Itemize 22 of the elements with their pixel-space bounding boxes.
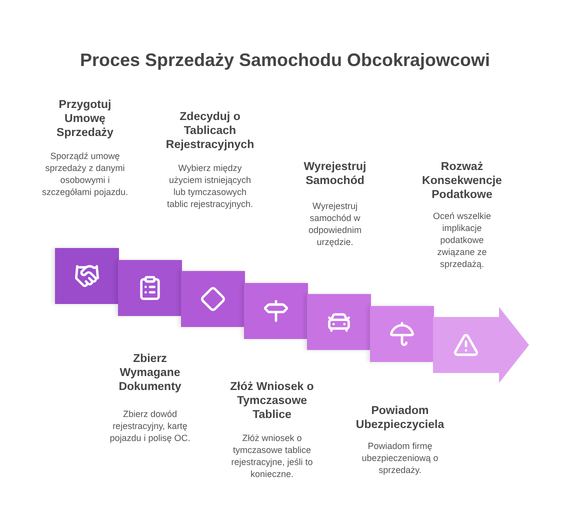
- step-heading: Wyrejestruj Samochód: [302, 160, 368, 188]
- step-description: Powiadom firmę ubezpieczeniową o sprzedaży.: [360, 440, 440, 476]
- step-panel: [55, 248, 119, 304]
- step-heading: Powiadom Ubezpieczyciela: [354, 404, 446, 432]
- step-heading: Złóż Wniosek o Tymczasowe Tablice: [229, 380, 315, 422]
- arrow-panel: [433, 307, 529, 383]
- step-description: Złóż wniosek o tymczasowe tablice rejestracyjne, jeśli to konieczne.: [230, 432, 314, 480]
- step-heading: Zbierz Wymagane Dokumenty: [118, 352, 182, 394]
- step-description: Sporządź umowę sprzedaży z danymi osobowymi i szczegółami pojazdu.: [40, 150, 130, 198]
- step-panel: [370, 306, 434, 362]
- step-heading: Rozważ Konsekwencje Podatkowe: [421, 160, 503, 202]
- step-heading: Zdecyduj o Tablicach Rejestracyjnych: [164, 110, 256, 152]
- step-panel: [181, 271, 245, 327]
- title: Proces Sprzedaży Samochodu Obcokrajowcowi: [78, 49, 492, 72]
- step-panel: [307, 294, 371, 350]
- step-description: Wyrejestruj samochód w odpowiednim urzędzie.: [307, 200, 363, 248]
- step-description: Wybierz między użyciem istniejących lub tymczasowych tablic rejestracyjnych.: [166, 162, 254, 210]
- step-panel: [118, 260, 182, 316]
- step-description: Zbierz dowód rejestracyjny, kartę pojazdu i polisę OC.: [108, 408, 192, 444]
- step-heading: Przygotuj Umowę Sprzedaży: [56, 98, 114, 140]
- step-panel: [244, 282, 308, 338]
- step-description: Oceń wszelkie implikacje podatkowe związane ze sprzedażą.: [432, 210, 492, 270]
